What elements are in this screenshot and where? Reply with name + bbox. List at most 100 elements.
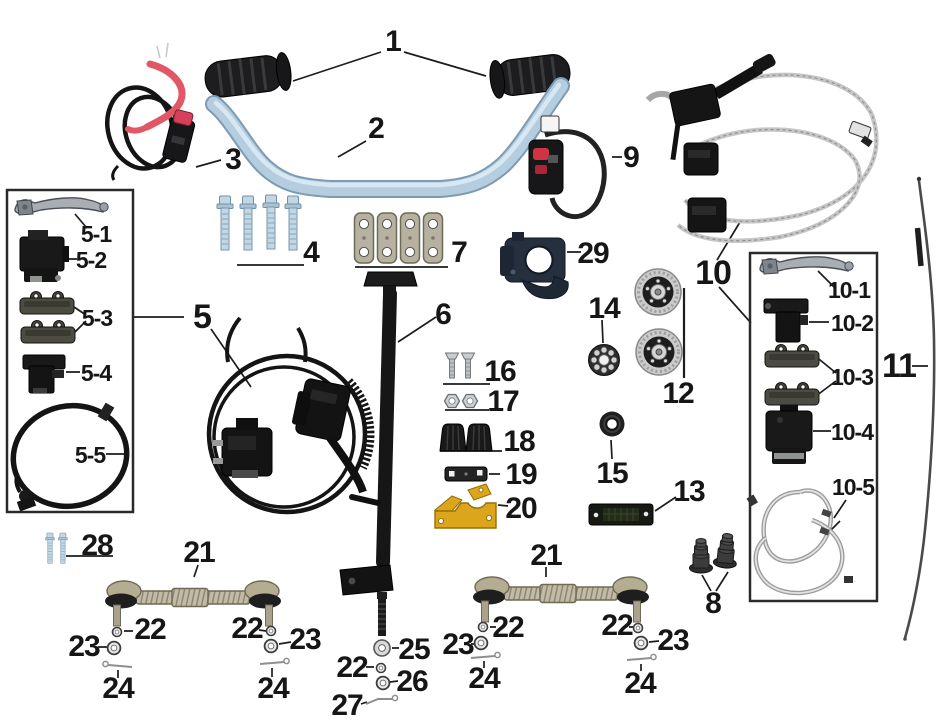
plate-bracket-19: [444, 466, 488, 482]
callout-21-left: 21: [183, 536, 215, 569]
rubber-bushings-18: [439, 423, 493, 452]
callout-5-3: 5-3: [82, 305, 112, 331]
callout-23-a: 23: [68, 630, 100, 663]
callout-5-4: 5-4: [81, 360, 112, 386]
rubber-cap: [689, 538, 713, 574]
callout-26: 26: [396, 665, 428, 698]
callouts: 1 2 3 4 5 6 7 8 9 10 11 12 13 14 15 16 1…: [68, 25, 917, 722]
callout-22-d: 22: [601, 609, 633, 642]
callout-7: 7: [451, 236, 467, 269]
brake-pads-5-3b: [20, 320, 76, 344]
stem-screws-16: [445, 352, 475, 379]
callout-22-e: 22: [336, 651, 368, 684]
bolts-28: [45, 532, 68, 564]
callout-22-c: 22: [492, 611, 524, 644]
stud-hardware: [101, 621, 658, 705]
brake-hoses-10-5: [746, 488, 853, 596]
switch-red-button: [533, 148, 549, 160]
callout-3: 3: [225, 143, 241, 176]
brake-cable-assembly: [206, 316, 381, 515]
callout-14: 14: [588, 292, 621, 325]
brake-disc-2: [634, 327, 684, 377]
rubber-grommet: [599, 411, 625, 437]
brake-line-assembly: [645, 53, 879, 243]
washer-25: [373, 639, 391, 657]
wiring-harness: [105, 42, 196, 181]
handlebar-clamp-bolts: [216, 194, 302, 251]
throttle-cable: [903, 176, 936, 641]
handlebar-clamp-plates: [353, 212, 444, 264]
handlebar-mount-29: [500, 232, 569, 300]
callout-15: 15: [596, 457, 628, 490]
mount-plate-13: [588, 503, 654, 526]
callout-10-3: 10-3: [831, 364, 873, 390]
callout-20: 20: [505, 492, 537, 525]
callout-24-d: 24: [624, 667, 657, 700]
cotter-pin-2: [259, 657, 291, 665]
callout-23-c: 23: [442, 628, 474, 661]
nut-26: [375, 675, 391, 691]
callout-23-b: 23: [289, 623, 321, 656]
brake-caliper-10-4: [765, 405, 813, 464]
yellow-bracket-20: [433, 483, 497, 529]
master-cylinder-5-2: [19, 230, 69, 282]
leader-lines: [66, 51, 928, 705]
red-cable: [143, 60, 186, 131]
callout-10-1: 10-1: [828, 277, 871, 303]
callout-27: 27: [331, 689, 363, 722]
callout-29: 29: [577, 237, 609, 270]
rubber-cap-2: [712, 531, 740, 570]
brake-pads-10-3b: [764, 382, 820, 406]
handlebar: [205, 77, 570, 198]
kill-switch: [528, 115, 607, 219]
callout-5-1: 5-1: [81, 221, 112, 247]
master-cylinder-10-2: [763, 298, 809, 343]
cotter-pin: [101, 660, 133, 668]
callout-10-5: 10-5: [832, 474, 875, 500]
callout-10: 10: [695, 254, 731, 292]
left-parts-box: [5, 188, 135, 514]
brake-part-5-4: [22, 354, 66, 394]
callout-6: 6: [435, 298, 451, 331]
callout-13: 13: [673, 475, 705, 508]
callout-2: 2: [368, 112, 384, 145]
callout-5-2: 5-2: [76, 247, 106, 273]
callout-23-d: 23: [657, 624, 689, 657]
cotter-pin-4: [626, 653, 658, 661]
stem-nuts-17: [443, 393, 479, 409]
callout-12: 12: [662, 377, 694, 410]
callout-22-b: 22: [231, 612, 263, 645]
steering-bearing: [588, 344, 620, 376]
cotter-pin-3: [470, 651, 502, 659]
callout-5: 5: [193, 298, 211, 336]
right-parts-box: [746, 251, 879, 603]
brake-disc: [633, 267, 683, 317]
callout-5-5: 5-5: [75, 442, 106, 468]
callout-25: 25: [398, 633, 430, 666]
callout-22-a: 22: [134, 613, 166, 646]
callout-24-b: 24: [257, 672, 290, 705]
callout-16: 16: [484, 355, 516, 388]
callout-24-a: 24: [102, 672, 135, 705]
cotter-pin-27: [365, 694, 399, 705]
callout-10-2: 10-2: [831, 310, 873, 336]
callout-21-right: 21: [530, 539, 562, 572]
callout-9: 9: [623, 141, 639, 174]
brake-pads-10-3: [764, 344, 820, 368]
callout-1: 1: [385, 25, 401, 58]
left-grip: [204, 52, 292, 98]
callout-17: 17: [487, 385, 519, 418]
callout-18: 18: [503, 425, 535, 458]
underline-rules: [66, 264, 502, 557]
callout-10-4: 10-4: [831, 419, 874, 445]
callout-4: 4: [303, 236, 320, 269]
brake-pads-5-3: [19, 291, 75, 315]
brake-lever-10-1: [759, 256, 854, 275]
callout-19: 19: [505, 458, 537, 491]
callout-28: 28: [81, 529, 113, 562]
callout-8: 8: [705, 587, 721, 620]
brake-lever-5-1: [14, 197, 109, 216]
brake-hose-5-5: [10, 402, 130, 512]
